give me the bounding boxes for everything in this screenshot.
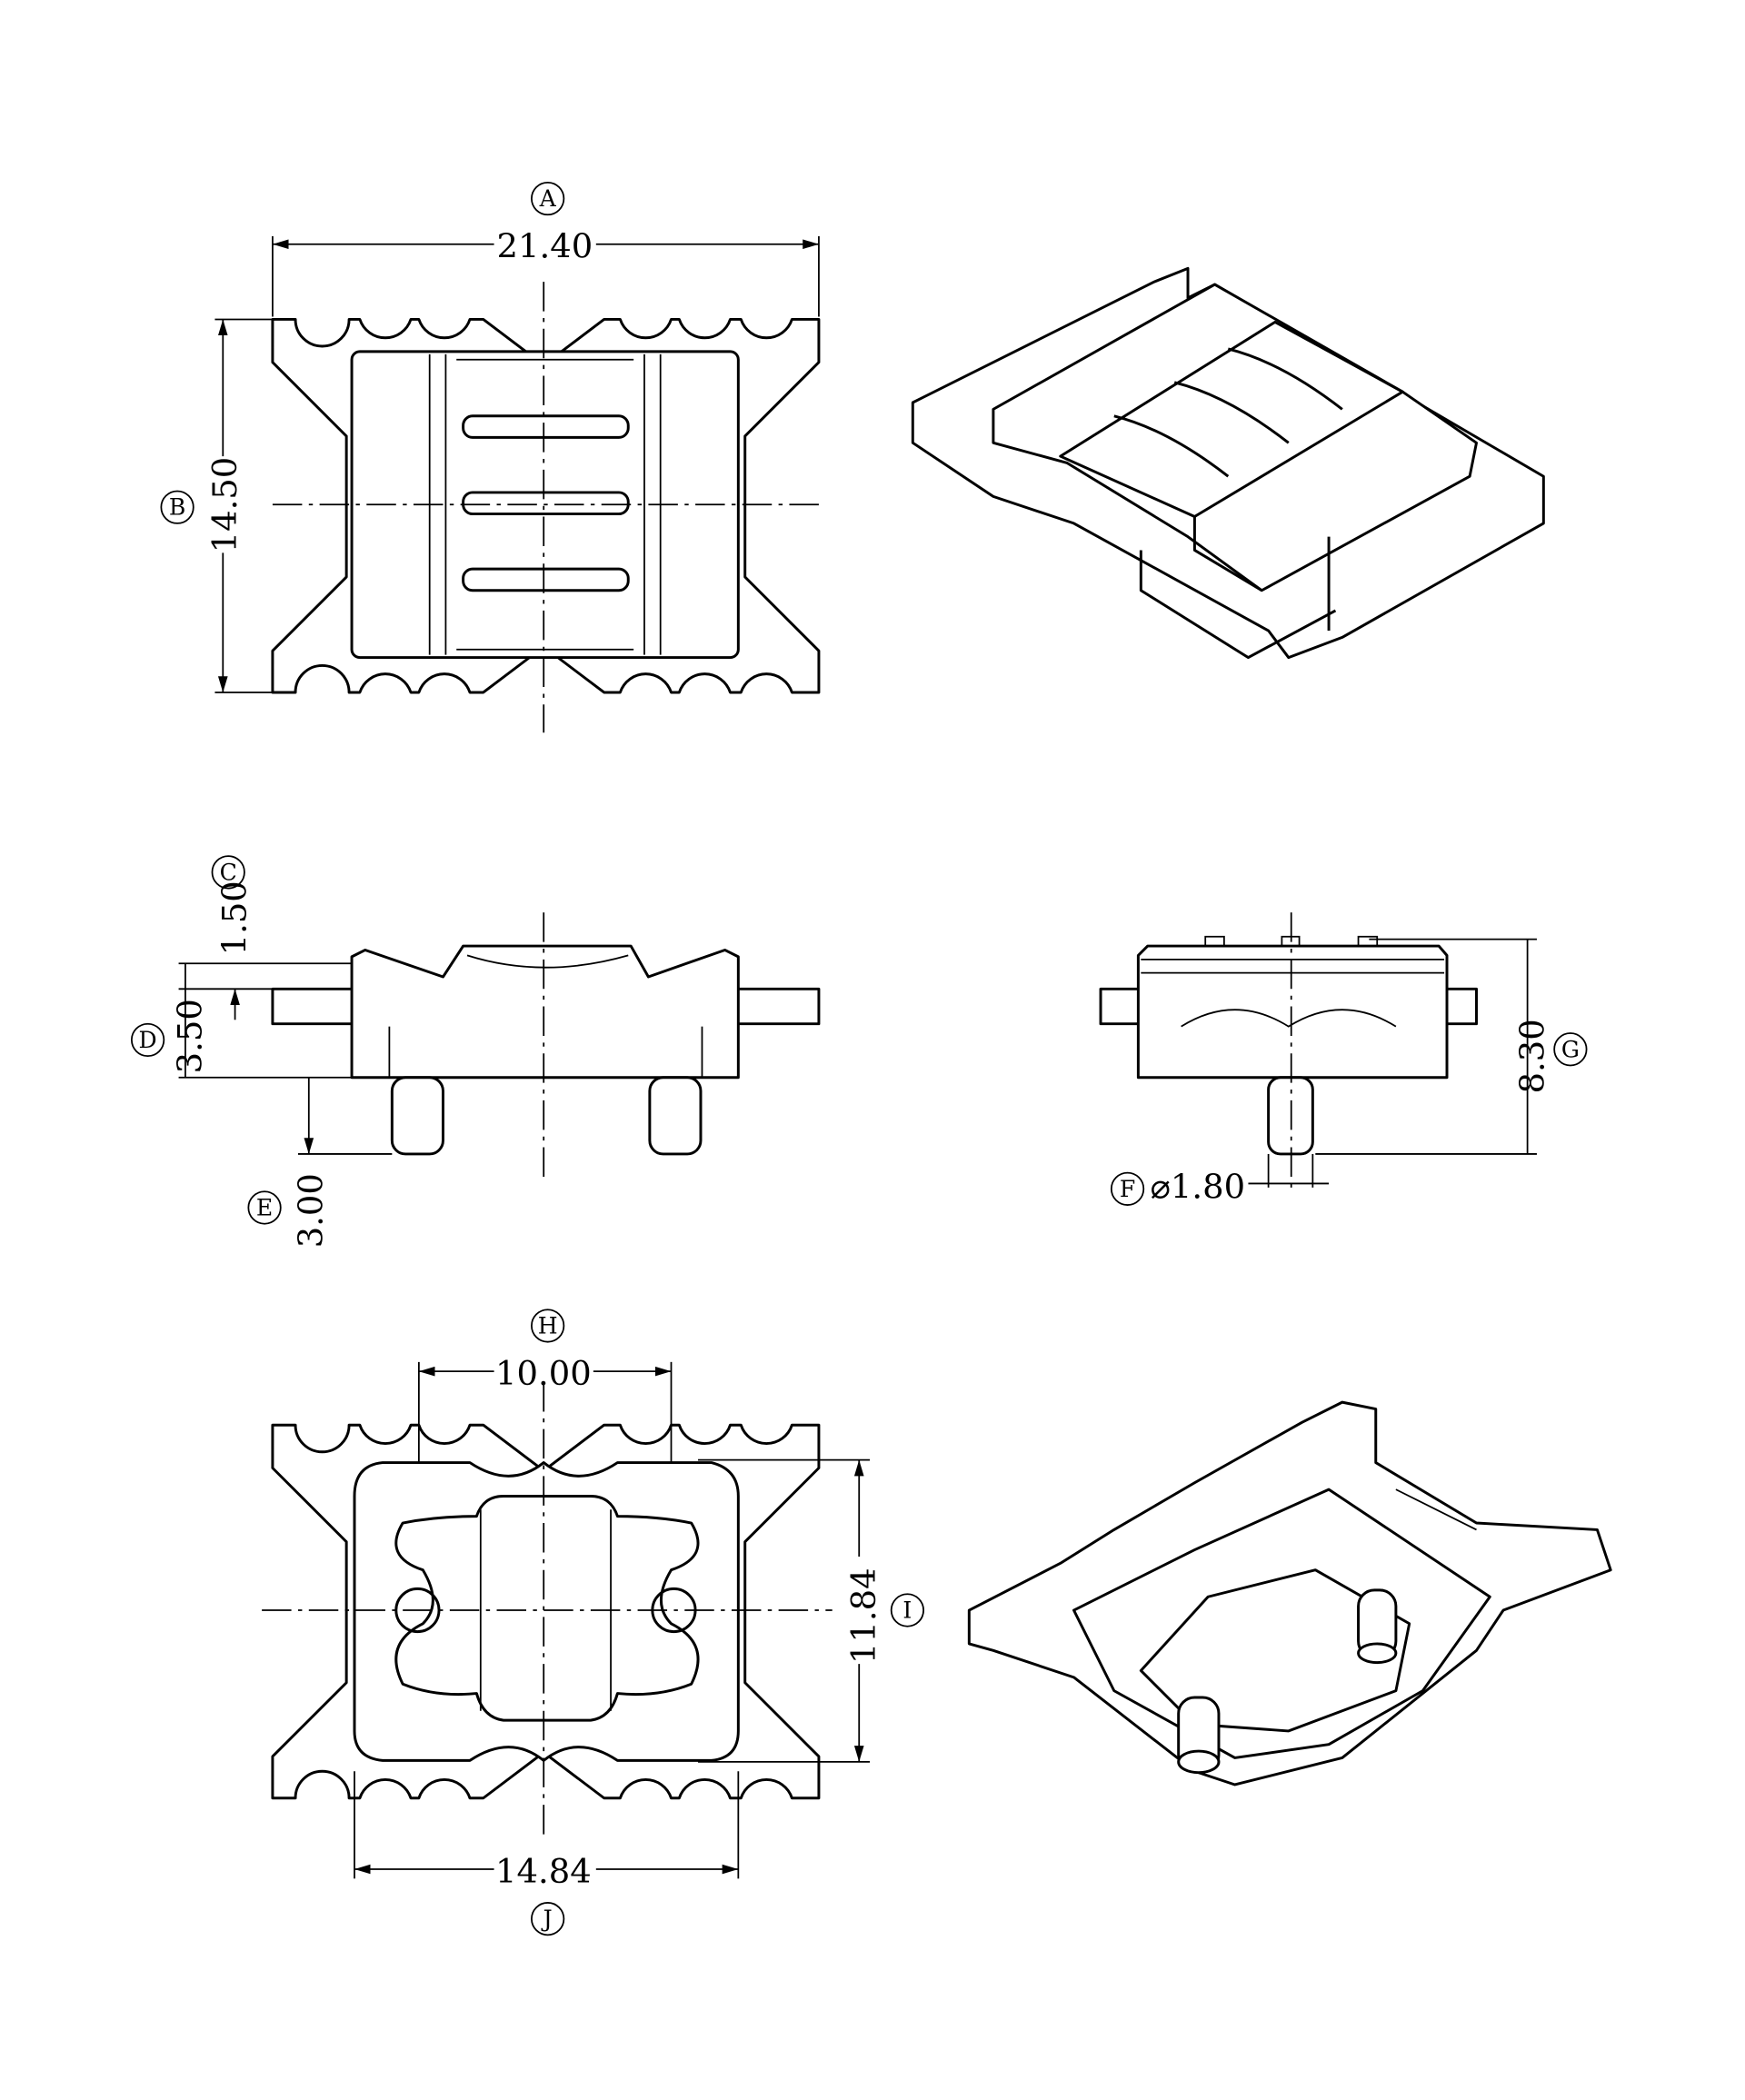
label-f: F xyxy=(1120,1176,1135,1202)
dim-height: 14.50 xyxy=(205,457,244,553)
dim-i: 11.84 xyxy=(844,1568,883,1664)
label-g: G xyxy=(1561,1036,1580,1062)
rib xyxy=(462,414,630,439)
dim-j: 14.84 xyxy=(495,1852,592,1891)
front-view: 1.50 C 3.50 D 3.00 E xyxy=(130,855,821,1248)
top-view: 21.40 A 14.50 B xyxy=(160,181,821,733)
side-view: 8.30 G ⌀1.80 F xyxy=(1099,912,1588,1207)
front-pin-right xyxy=(648,1076,703,1156)
label-c: C xyxy=(220,859,237,885)
label-d: D xyxy=(139,1027,157,1053)
rib xyxy=(462,567,630,592)
isometric-bottom-view xyxy=(967,1400,1612,1786)
dim-c: 1.50 xyxy=(214,881,254,955)
label-a: A xyxy=(539,185,557,212)
label-i: I xyxy=(902,1597,912,1624)
rib xyxy=(462,491,630,516)
label-j: J xyxy=(541,1906,553,1932)
dim-h: 10.00 xyxy=(495,1354,592,1393)
label-a-circle xyxy=(531,181,565,216)
label-b: B xyxy=(169,494,185,521)
dim-width: 21.40 xyxy=(497,227,593,266)
isometric-top-view xyxy=(911,266,1545,660)
dim-d: 3.50 xyxy=(171,999,210,1073)
bottom-view: 10.00 H 11.84 I 14.84 J xyxy=(262,1309,924,1936)
label-h: H xyxy=(538,1312,558,1339)
top-view-flange xyxy=(271,317,821,694)
label-e: E xyxy=(256,1195,273,1221)
dim-e: 3.00 xyxy=(292,1173,331,1248)
dim-f: ⌀1.80 xyxy=(1151,1168,1245,1207)
front-pin-left xyxy=(390,1076,444,1156)
dim-g: 8.30 xyxy=(1512,1019,1551,1093)
